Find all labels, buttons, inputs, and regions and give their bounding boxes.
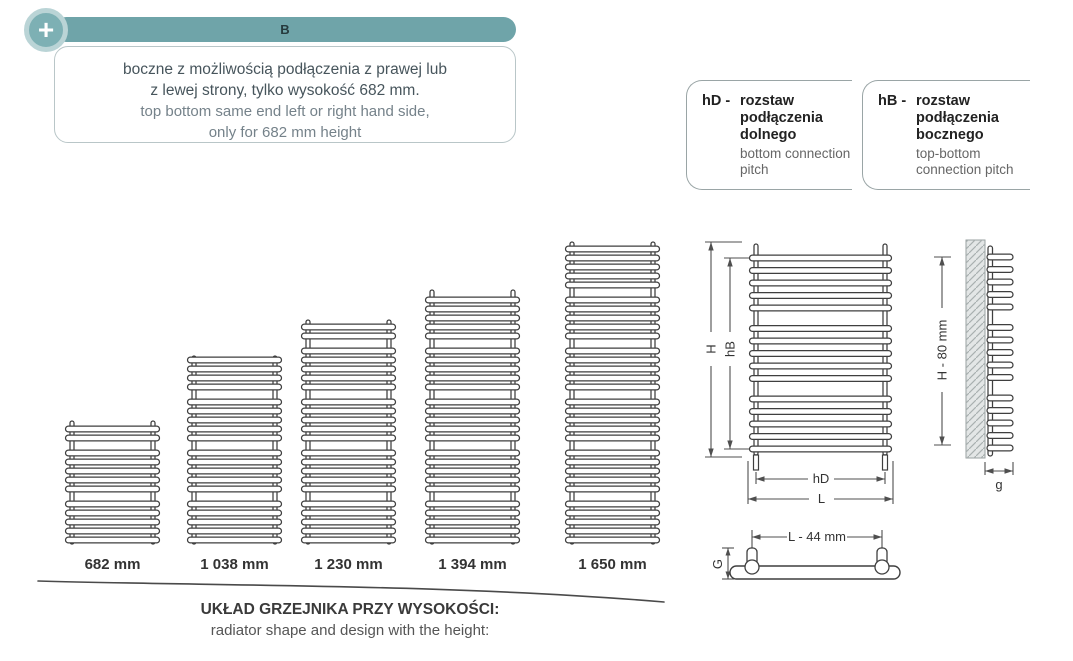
bottom-connection-left bbox=[752, 454, 760, 471]
dim-g: g bbox=[984, 462, 1014, 492]
variant-header-bar: B bbox=[54, 17, 516, 42]
dim-hD: hD bbox=[755, 471, 886, 486]
radiator-height-label-1: 682 mm bbox=[84, 556, 141, 573]
front-view-ladder bbox=[748, 243, 893, 456]
radiator-drawing-682 bbox=[64, 420, 161, 545]
footer-caption-pl: UKŁAD GRZEJNIKA PRZY WYSOKOŚCI: bbox=[200, 601, 500, 618]
dim-H80: H - 80 mm bbox=[934, 256, 951, 446]
top-view-nut-left bbox=[744, 559, 760, 575]
dim-H: H bbox=[704, 241, 742, 458]
dim-hD-label: hD bbox=[813, 471, 830, 486]
legend-hb-pl: rozstaw podłączenia bocznego bbox=[916, 93, 999, 143]
radiator-height-label-3: 1 230 mm bbox=[314, 556, 383, 573]
grouping-bracket bbox=[37, 580, 665, 603]
radiator-drawing-1230 bbox=[300, 319, 397, 545]
radiator-height-label-5: 1 650 mm bbox=[578, 556, 647, 573]
dim-g-label: g bbox=[995, 477, 1002, 492]
note-line-en-1: top bottom same end left or right hand s… bbox=[140, 103, 430, 120]
dim-L44: L - 44 mm bbox=[751, 529, 883, 550]
footer-caption: UKŁAD GRZEJNIKA PRZY WYSOKOŚCI: radiator… bbox=[135, 601, 565, 639]
legend-hd-en: bottom connection pitch bbox=[740, 146, 851, 177]
variant-label: B bbox=[280, 22, 290, 37]
legend-hb-text: rozstaw podłączenia bocznego top-bottom … bbox=[916, 93, 1042, 189]
note-line-pl-1: boczne z możliwością podłączenia z prawe… bbox=[123, 61, 447, 78]
radiator-drawing-1650 bbox=[564, 241, 661, 545]
side-view-drawing: H - 80 mm g bbox=[934, 239, 1014, 492]
dim-H-label: H bbox=[704, 344, 719, 353]
legend-hd-symbol: hD - bbox=[702, 93, 731, 109]
wall-hatching bbox=[966, 240, 985, 458]
legend-hb-symbol: hB - bbox=[878, 93, 907, 109]
note-box: boczne z możliwością podłączenia z prawe… bbox=[54, 46, 516, 143]
note-line-pl-2: z lewej strony, tylko wysokość 682 mm. bbox=[150, 82, 420, 99]
side-view-tubes bbox=[986, 245, 1014, 457]
footer-caption-en: radiator shape and design with the heigh… bbox=[210, 622, 490, 639]
dim-L: L bbox=[747, 461, 894, 506]
dim-hB: hB bbox=[723, 257, 749, 450]
front-view-dimension-drawing: H hB hD L bbox=[704, 241, 894, 506]
top-view-drawing: L - 44 mm G bbox=[710, 529, 901, 580]
plus-icon: + bbox=[24, 8, 68, 52]
bottom-connection-right bbox=[881, 454, 889, 471]
radiator-drawing-1038 bbox=[186, 355, 283, 545]
dim-hB-label: hB bbox=[723, 341, 738, 357]
legend-hb-en: top-bottom connection pitch bbox=[916, 146, 1014, 177]
legend-hb: hB - rozstaw podłączenia bocznego top-bo… bbox=[862, 80, 1030, 190]
plus-glyph: + bbox=[37, 14, 55, 45]
radiator-drawing-1394 bbox=[424, 289, 521, 545]
radiator-height-label-4: 1 394 mm bbox=[438, 556, 507, 573]
note-line-en-2: only for 682 mm height bbox=[208, 124, 362, 141]
radiator-height-label-2: 1 038 mm bbox=[200, 556, 269, 573]
dim-G: G bbox=[710, 547, 734, 580]
legend-hd-text: rozstaw podłączenia dolnego bottom conne… bbox=[740, 93, 866, 189]
top-view-tube bbox=[729, 565, 901, 580]
dim-L44-label: L - 44 mm bbox=[788, 529, 846, 544]
legend-hd: hD - rozstaw podłączenia dolnego bottom … bbox=[686, 80, 852, 190]
dim-H80-label: H - 80 mm bbox=[935, 320, 950, 381]
top-view-nut-right bbox=[874, 559, 890, 575]
dim-G-label: G bbox=[710, 559, 725, 569]
legend-hd-pl: rozstaw podłączenia dolnego bbox=[740, 93, 823, 143]
bracket-curve bbox=[37, 580, 665, 603]
dim-L-label: L bbox=[818, 491, 825, 506]
